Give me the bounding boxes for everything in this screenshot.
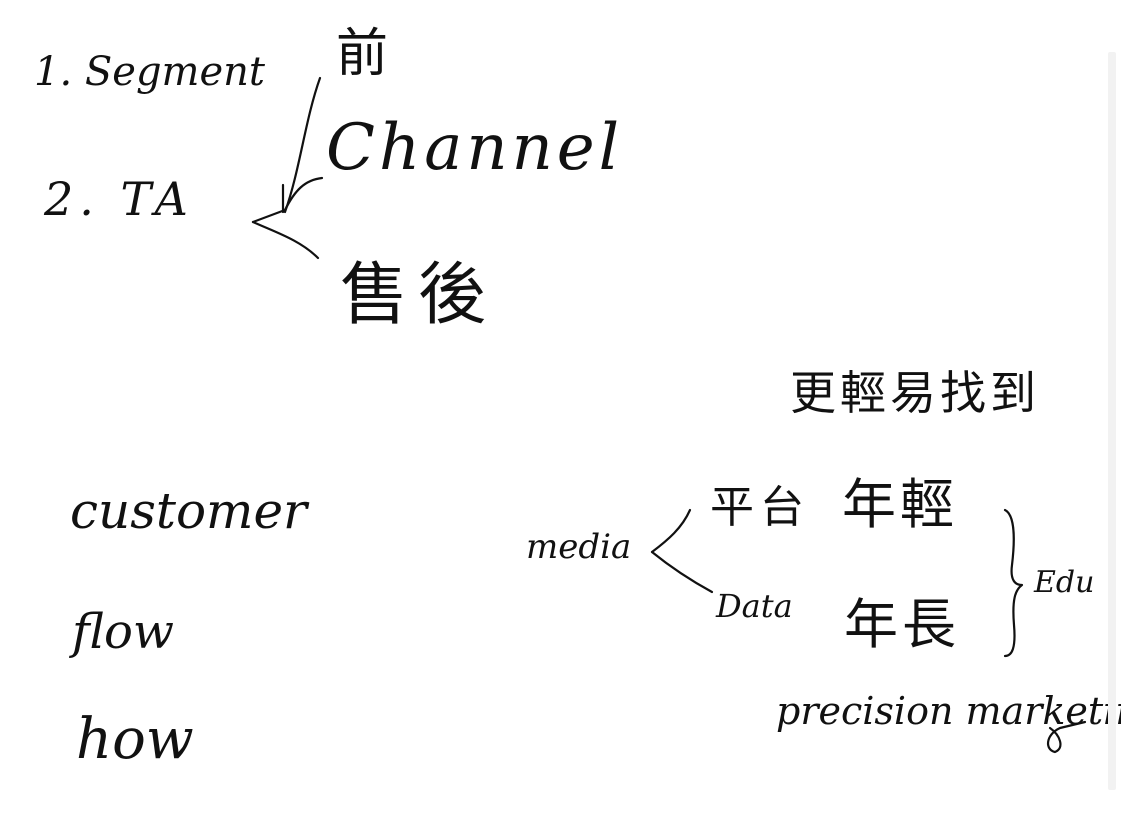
- note-channel: Channel: [326, 111, 624, 185]
- brace-stroke: [1003, 508, 1024, 658]
- precision-tail-stroke: [1047, 720, 1087, 754]
- note-young: 年輕: [842, 473, 958, 536]
- media-branch-upper-stroke: [650, 508, 692, 554]
- vertical-scrollbar[interactable]: [1108, 52, 1116, 790]
- note-customer: customer: [70, 482, 307, 540]
- note-segment: 1. Segment: [34, 49, 265, 95]
- note-media: media: [526, 527, 632, 567]
- note-ta: 2. TA: [44, 172, 194, 226]
- note-before: 前: [336, 24, 389, 84]
- note-after: 售後: [340, 256, 497, 335]
- note-platform: 平台: [710, 482, 810, 533]
- note-how: how: [76, 707, 194, 772]
- note-flow: flow: [72, 604, 174, 660]
- media-branch-lower-stroke: [650, 550, 714, 594]
- note-data: Data: [716, 587, 793, 625]
- note-easier: 更輕易找到: [790, 366, 1040, 420]
- branch-join-stroke: [251, 208, 287, 224]
- branch-lower-stroke: [251, 220, 320, 260]
- arrow-upper-stroke: [283, 76, 322, 214]
- note-old: 年長: [844, 593, 960, 656]
- note-edu: Edu: [1034, 565, 1095, 600]
- note-precision-marketing: precision marketing: [776, 689, 1121, 733]
- arrow-channel-stroke: [283, 176, 324, 212]
